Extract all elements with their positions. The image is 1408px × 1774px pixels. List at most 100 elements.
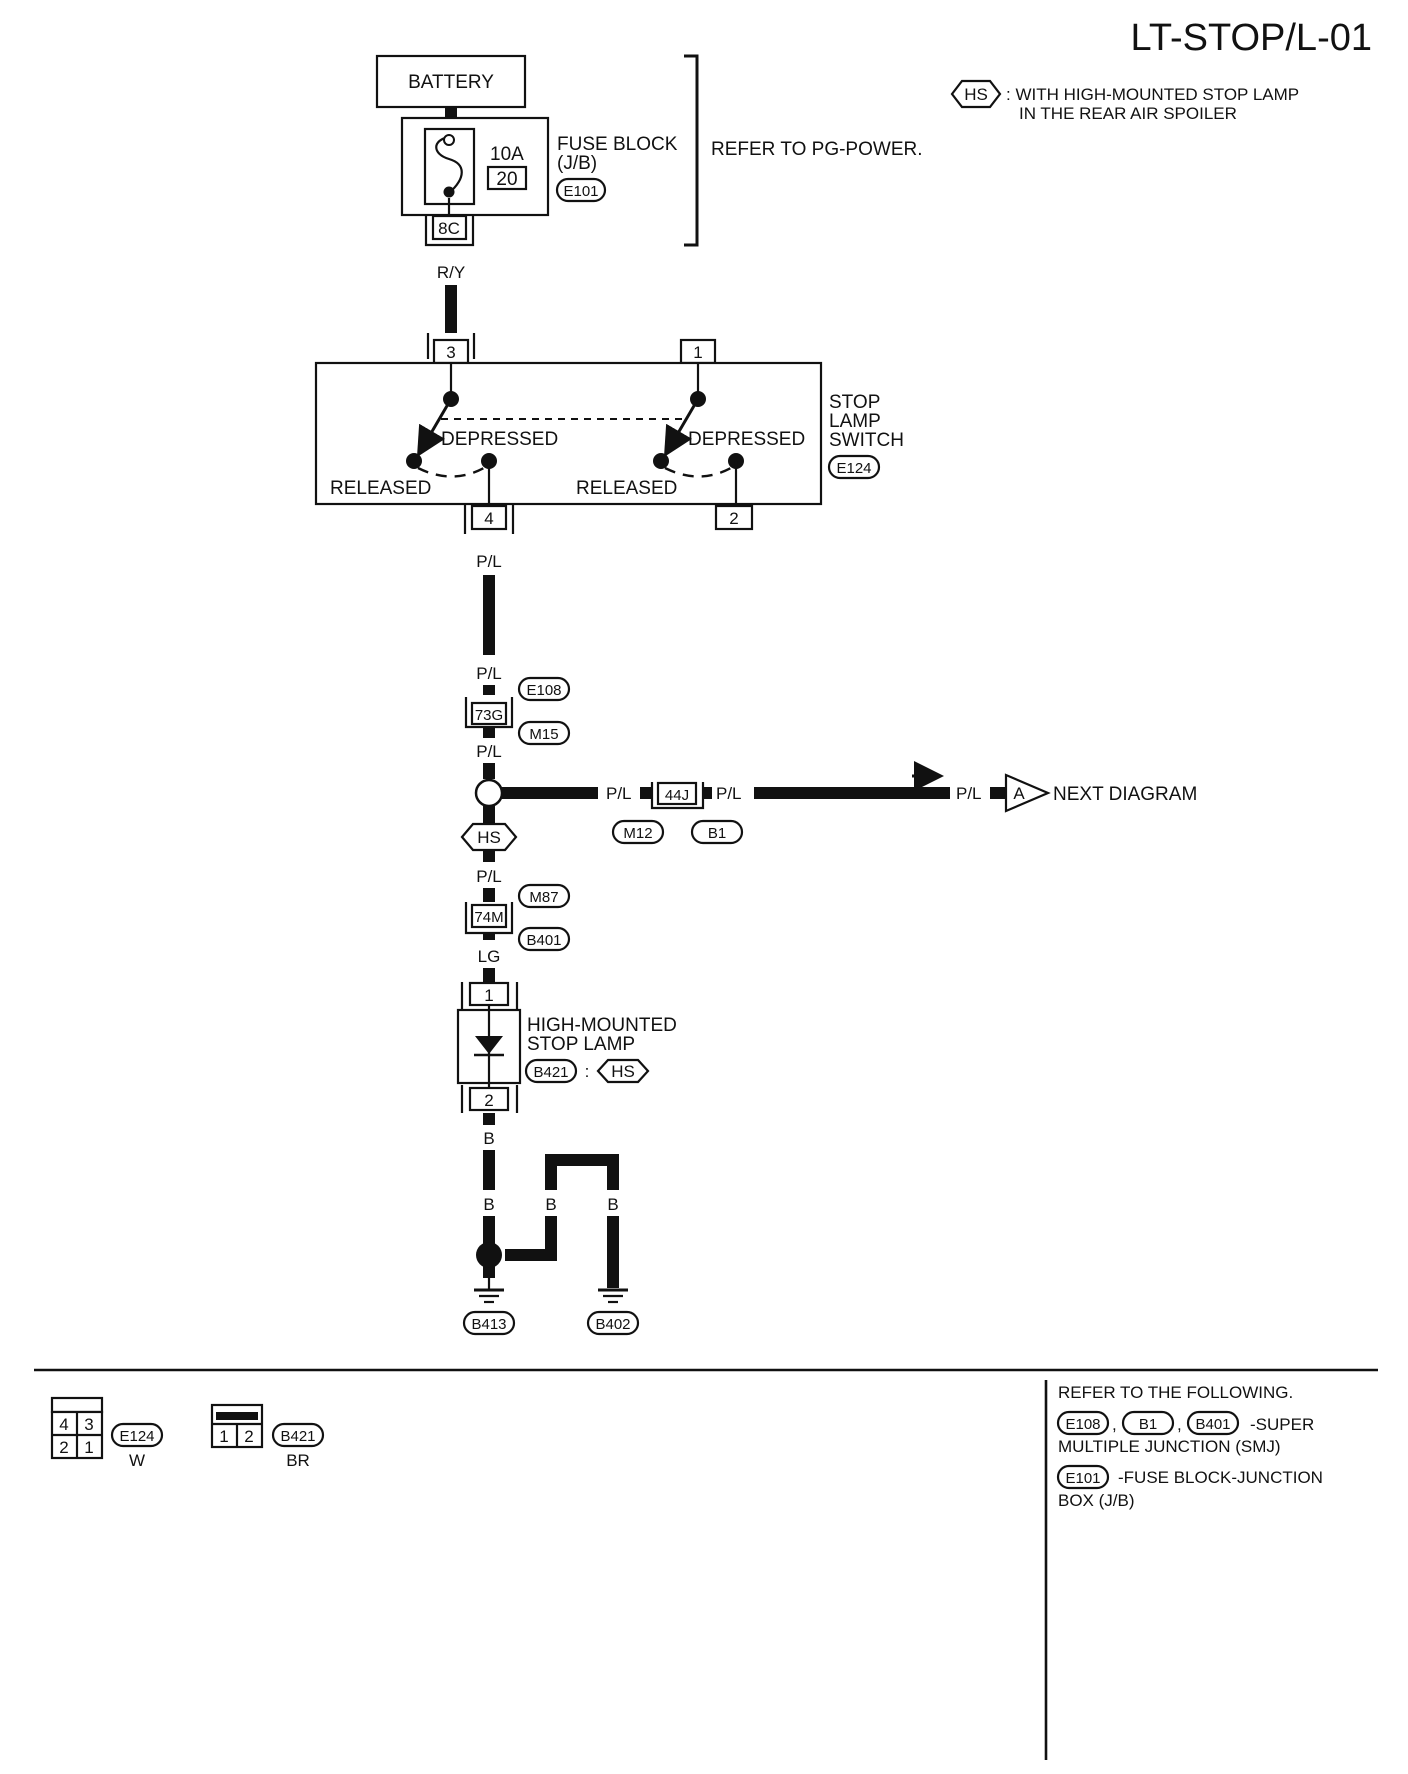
wire-color-pl-4: P/L — [476, 867, 502, 886]
lamp-label-line2: STOP LAMP — [527, 1034, 635, 1055]
wire-color-b-1: B — [483, 1129, 494, 1148]
switch-right-depressed-label: DEPRESSED — [688, 429, 805, 450]
junction-2-right-connector: B1 — [708, 825, 726, 842]
e124-pin-3: 3 — [84, 1415, 93, 1434]
junction-2-left-badge — [611, 819, 665, 845]
switch-left-depressed-label: DEPRESSED — [441, 429, 558, 450]
switch-left-released-contact — [406, 453, 422, 469]
ground-splice-node — [476, 1242, 502, 1268]
lamp-option: HS — [611, 1062, 635, 1081]
reference-smj-connector-3: B401 — [1195, 1416, 1230, 1433]
junction-2-left-connector: M12 — [623, 825, 652, 842]
switch-terminal-4-box — [470, 504, 508, 531]
e124-view-color: W — [129, 1451, 145, 1470]
junction-3-top-badge — [517, 883, 571, 909]
battery-box — [375, 54, 527, 109]
switch-terminal-3: 3 — [446, 343, 455, 362]
wire-color-b-2: B — [483, 1195, 494, 1214]
reference-comma-1: , — [1112, 1415, 1117, 1434]
switch-right-travel — [664, 466, 732, 478]
wire-b-3a — [505, 1216, 557, 1261]
switch-label-line3: SWITCH — [829, 430, 904, 451]
lamp-terminal-2: 2 — [484, 1091, 493, 1110]
switch-right-released-contact — [653, 453, 669, 469]
wire-b-3b — [545, 1154, 619, 1190]
reference-smj-line1: -SUPER — [1250, 1415, 1314, 1434]
next-diagram-label: NEXT DIAGRAM — [1053, 784, 1197, 805]
lamp-option-badge — [596, 1058, 650, 1084]
switch-connector: E124 — [836, 460, 871, 477]
switch-terminal-1: 1 — [693, 343, 702, 362]
junction-3-terminal-box — [470, 903, 508, 929]
switch-terminal-3-guard — [426, 333, 476, 359]
junction-1-bottom-badge — [517, 720, 571, 746]
lamp-label-line1: HIGH-MOUNTED — [527, 1015, 677, 1036]
page-id: LT-STOP/L-01 — [1131, 17, 1372, 59]
hs-legend-line2: IN THE REAR AIR SPOILER — [1019, 104, 1237, 123]
b421-pin-2: 2 — [244, 1427, 253, 1446]
hs-legend-line1: : WITH HIGH-MOUNTED STOP LAMP — [1006, 85, 1299, 104]
lamp-terminal-2-guard — [460, 1085, 519, 1113]
switch-terminal-4: 4 — [484, 509, 493, 528]
junction-1-top-badge — [517, 676, 571, 702]
switch-right-arm — [663, 398, 700, 458]
e124-pin-2: 2 — [59, 1438, 68, 1457]
ground-right-icon — [598, 1288, 628, 1304]
fuse-block-label-line1: FUSE BLOCK — [557, 134, 678, 155]
lamp-terminal-1-guard — [460, 982, 519, 1010]
switch-right-released-label: RELEASED — [576, 478, 677, 499]
e124-pin-4: 4 — [59, 1415, 68, 1434]
fuse-block-label-line2: (J/B) — [557, 153, 597, 174]
hs-legend-badge — [950, 79, 1002, 109]
next-diagram-flag-icon — [1004, 773, 1051, 813]
stop-lamp-switch-box — [314, 361, 823, 506]
splice-node — [474, 778, 504, 808]
junction-2-terminal-box — [656, 781, 698, 806]
reference-smj-connector-2: B1 — [1139, 1416, 1157, 1433]
b421-pin-1: 1 — [219, 1427, 228, 1446]
reference-smj-badge-1 — [1056, 1410, 1110, 1436]
reference-smj-badge-3 — [1186, 1410, 1240, 1436]
wire-color-ry: R/Y — [437, 263, 465, 282]
lamp-connector-badge — [524, 1058, 578, 1084]
fuse-connector-badge — [555, 177, 607, 203]
junction-2-right-badge — [690, 819, 744, 845]
junction-3-terminal: 74M — [474, 909, 503, 926]
refer-bracket — [684, 54, 699, 247]
b421-view-badge — [271, 1422, 325, 1448]
wire-color-pl-1: P/L — [476, 552, 502, 571]
fuse-bottom-dot — [443, 186, 455, 198]
ground-left-connector: B413 — [471, 1316, 506, 1333]
e124-view-connector: E124 — [119, 1428, 154, 1445]
fuse-number: 20 — [496, 169, 517, 190]
hs-tag: HS — [477, 828, 501, 847]
lamp-separator: : — [585, 1062, 590, 1081]
fuse-terminal: 8C — [438, 219, 460, 238]
ground-left-badge — [462, 1310, 516, 1336]
lamp-connector: B421 — [533, 1064, 568, 1081]
junction-1-bottom-connector: M15 — [529, 726, 558, 743]
switch-label-line2: LAMP — [829, 411, 881, 432]
lamp-terminal-2-box — [468, 1086, 510, 1112]
junction-1-terminal-box — [470, 701, 508, 726]
fuse-number-box — [486, 165, 528, 191]
switch-left-travel — [417, 466, 485, 478]
fuse-terminal-outline — [424, 216, 475, 247]
switch-label-line1: STOP — [829, 392, 880, 413]
hs-legend-symbol: HS — [964, 85, 988, 104]
next-diagram-symbol: A — [1013, 784, 1025, 803]
b421-view-connector: B421 — [280, 1428, 315, 1445]
switch-terminal-2-box — [714, 504, 754, 531]
reference-jb-connector: E101 — [1065, 1470, 1100, 1487]
hs-tag-badge — [460, 822, 518, 852]
switch-terminal-4-guard — [463, 504, 515, 534]
junction-3-bottom-badge — [517, 926, 571, 952]
lamp-diode-icon — [475, 1036, 503, 1054]
ground-right-badge — [586, 1310, 640, 1336]
switch-left-released-label: RELEASED — [330, 478, 431, 499]
junction-1-top-connector: E108 — [526, 682, 561, 699]
switch-left-arm — [416, 398, 453, 458]
b421-view-color: BR — [286, 1451, 310, 1470]
reference-smj-connector-1: E108 — [1065, 1416, 1100, 1433]
wire-color-pl-branch-5: P/L — [956, 784, 982, 803]
